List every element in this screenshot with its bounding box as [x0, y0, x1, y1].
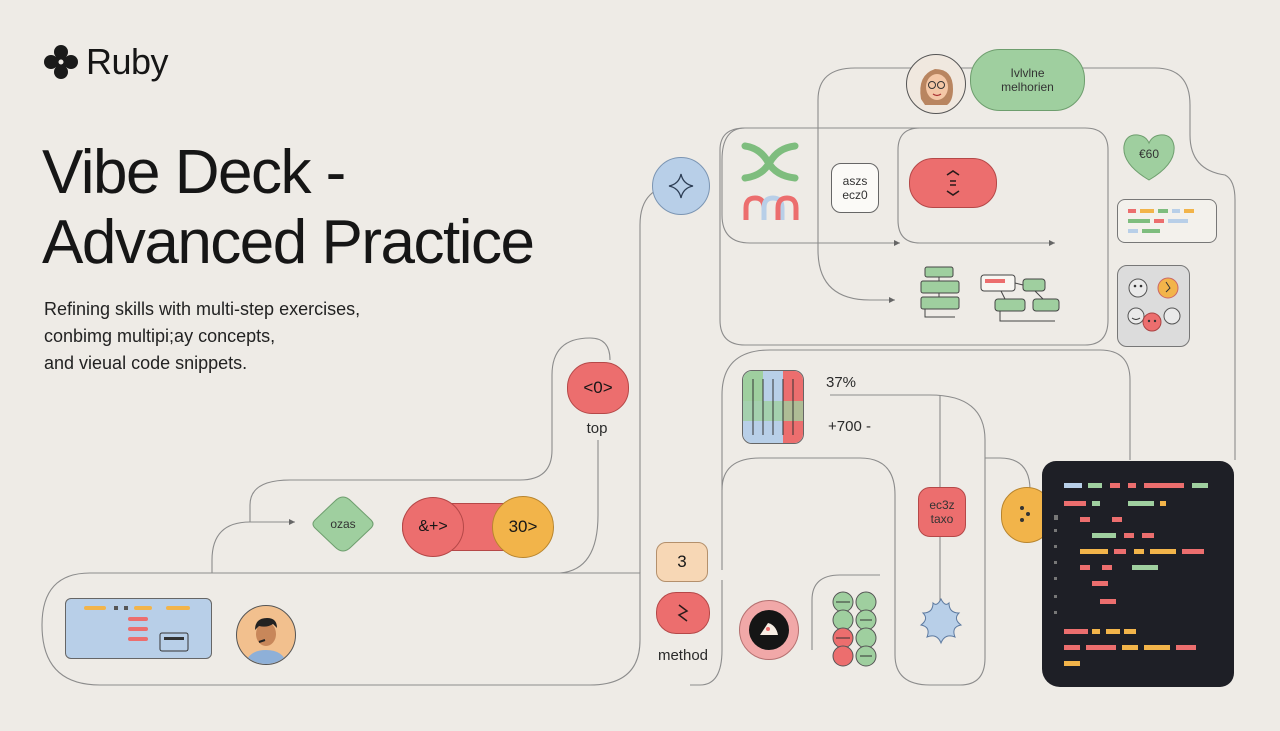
emoji-panel[interactable]: [1117, 265, 1190, 347]
flowchart-icon: [920, 266, 1060, 322]
pill-top-line-2: melhorien: [1001, 80, 1054, 94]
blue-splash-node: [915, 595, 967, 647]
subtitle-line-3: and vieual code snippets.: [44, 353, 248, 373]
subtitle-line-2: conbimg multipi;ay concepts,: [44, 326, 276, 346]
code-lines-icon: [1128, 209, 1194, 233]
right-lines-card[interactable]: [1117, 199, 1217, 243]
stat-bottom: +700 -: [828, 418, 871, 435]
orange-number-node[interactable]: 30>: [492, 496, 554, 558]
red-vertical-line-2: taxo: [930, 512, 954, 526]
brand-header[interactable]: Ruby: [42, 40, 169, 84]
method-caption: method: [657, 647, 709, 664]
code-tag-caption: top: [586, 420, 608, 437]
green-pill-top[interactable]: Ivlvlne melhorien: [970, 49, 1085, 111]
flow-diagram: [915, 265, 1065, 325]
faces-icon: [1127, 277, 1181, 332]
pill-top-line-1: Ivlvlne: [1010, 66, 1045, 80]
avatar-woman[interactable]: [906, 54, 966, 114]
man-face-icon: [245, 618, 287, 664]
table-grid-icon: [743, 371, 803, 443]
small-card-line-1: aszs: [842, 174, 868, 188]
code-lines-dark-icon: [1054, 483, 1208, 666]
method-node[interactable]: [656, 592, 710, 634]
green-diamond-node[interactable]: ozas: [309, 494, 377, 554]
flower-logo-icon: [44, 45, 78, 79]
x-arches-glyph: [740, 140, 800, 230]
dots-icon: [1020, 506, 1030, 522]
subtitle-line-1: Refining skills with multi-step exercise…: [44, 299, 361, 319]
data-table-card[interactable]: [742, 370, 804, 444]
pizza-slice-icon: [749, 610, 789, 650]
circle-cluster: [830, 590, 880, 668]
title-line-1: Vibe Deck -: [42, 138, 346, 207]
code-editor-panel[interactable]: [1042, 461, 1234, 687]
brand-name: Ruby: [86, 41, 169, 82]
heart-badge-label: €60: [1138, 147, 1160, 161]
title-line-2: Advanced Practice: [42, 208, 535, 277]
code-brace-icon: [946, 170, 960, 196]
small-label-card[interactable]: aszs ecz0: [831, 163, 879, 213]
heart-icon: [1123, 134, 1175, 181]
splash-icon: [919, 597, 963, 645]
red-operator-node[interactable]: &+>: [402, 497, 464, 557]
pizza-node[interactable]: [739, 600, 799, 660]
page-subtitle: Refining skills with multi-step exercise…: [44, 296, 404, 377]
red-gear-pill[interactable]: [909, 158, 997, 208]
x-arches-icon: [741, 142, 799, 220]
red-vertical-node[interactable]: ec3z taxo: [918, 487, 966, 537]
page-title: Vibe Deck - Advanced Practice: [42, 138, 642, 278]
stat-top: 37%: [826, 374, 857, 391]
squiggle-icon: [677, 604, 689, 622]
peach-number-node[interactable]: 3: [656, 542, 708, 582]
diamond-label: ozas: [330, 517, 356, 531]
sparkle-icon: [668, 173, 694, 199]
code-tag-node[interactable]: <0>: [567, 362, 629, 414]
avatar-man[interactable]: [236, 605, 296, 665]
diamond-shape-icon: [312, 496, 374, 552]
code-preview-icon: [84, 606, 190, 652]
code-preview-panel[interactable]: [65, 598, 212, 659]
small-card-line-2: ecz0: [842, 188, 868, 202]
woman-face-icon: [920, 69, 953, 105]
blue-star-node[interactable]: [652, 157, 710, 215]
red-vertical-line-1: ec3z: [929, 498, 955, 512]
molecule-icon: [832, 591, 877, 667]
heart-badge[interactable]: €60: [1118, 130, 1180, 182]
